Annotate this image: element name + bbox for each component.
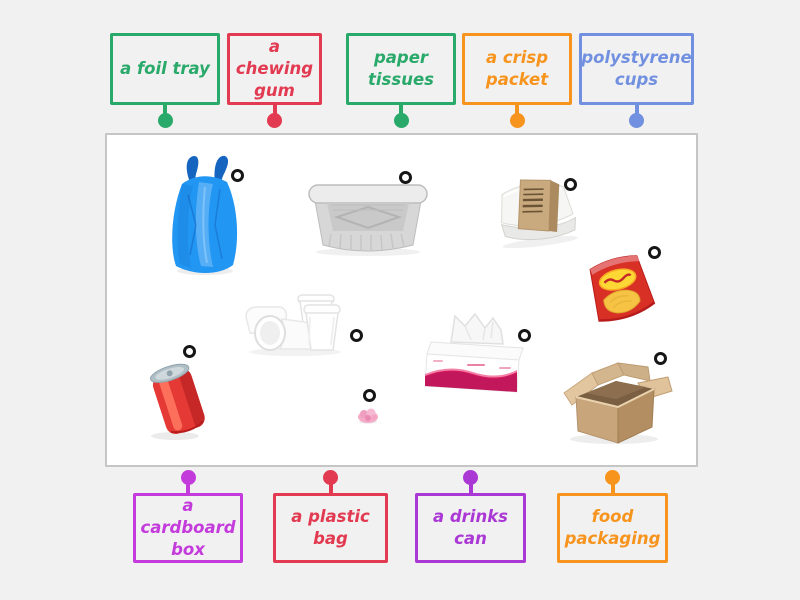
foil-tray-photo[interactable]	[307, 181, 429, 257]
marker-tissue-box[interactable]	[518, 329, 531, 342]
marker-drinks-can[interactable]	[183, 345, 196, 358]
label-a-foil-tray[interactable]: a foil tray	[110, 33, 220, 128]
pin-dot-icon[interactable]	[323, 470, 338, 485]
tissue-box-photo[interactable]	[425, 312, 531, 396]
marker-plastic-bag[interactable]	[231, 169, 244, 182]
marker-polystyrene-cups[interactable]	[350, 329, 363, 342]
polystyrene-cups-photo[interactable]	[240, 293, 350, 357]
label-paper-tissues[interactable]: paper tissues	[346, 33, 456, 128]
label-text: a drinks can	[432, 506, 509, 548]
connector-pin[interactable]	[509, 105, 525, 128]
food-packaging-photo[interactable]	[490, 168, 588, 248]
connector-pin[interactable]	[157, 105, 173, 128]
connector-pin[interactable]	[393, 105, 409, 128]
label-box[interactable]: a chewing gum	[227, 33, 322, 105]
label-text: a chewing gum	[235, 36, 314, 101]
label-text: a cardboard box	[140, 495, 236, 560]
label-a-cardboard-box[interactable]: a cardboard box	[133, 470, 243, 563]
label-box[interactable]: a drinks can	[415, 493, 526, 563]
chewing-gum-photo[interactable]	[356, 406, 380, 424]
connector-pin[interactable]	[605, 470, 620, 493]
label-text: a foil tray	[120, 58, 210, 78]
marker-chewing-gum[interactable]	[363, 389, 376, 402]
pin-dot-icon[interactable]	[463, 470, 478, 485]
marker-foil-tray[interactable]	[399, 171, 412, 184]
label-box[interactable]: a cardboard box	[133, 493, 243, 563]
label-text: food packaging	[564, 506, 661, 548]
pin-dot-icon[interactable]	[180, 470, 196, 485]
pin-dot-icon[interactable]	[629, 113, 644, 128]
pin-dot-icon[interactable]	[393, 113, 409, 128]
label-box[interactable]: a crisp packet	[462, 33, 572, 105]
cardboard-box-photo[interactable]	[562, 355, 674, 445]
plastic-bag-photo[interactable]	[167, 153, 243, 277]
connector-pin[interactable]	[629, 105, 644, 128]
label-box[interactable]: paper tissues	[346, 33, 456, 105]
activity-canvas	[105, 133, 698, 467]
label-text: a plastic bag	[291, 506, 370, 548]
label-box[interactable]: food packaging	[557, 493, 668, 563]
connector-pin[interactable]	[180, 470, 196, 493]
pin-dot-icon[interactable]	[267, 113, 282, 128]
label-a-drinks-can[interactable]: a drinks can	[415, 470, 526, 563]
label-a-chewing-gum[interactable]: a chewing gum	[227, 33, 322, 128]
drinks-can-photo[interactable]	[145, 357, 211, 441]
label-text: paper tissues	[368, 47, 434, 89]
pin-dot-icon[interactable]	[605, 470, 620, 485]
connector-pin[interactable]	[463, 470, 478, 493]
marker-cardboard-box[interactable]	[654, 352, 667, 365]
label-box[interactable]: a foil tray	[110, 33, 220, 105]
pin-dot-icon[interactable]	[509, 113, 525, 128]
label-polystyrene-cups[interactable]: polystyrene cups	[579, 33, 694, 128]
connector-pin[interactable]	[267, 105, 282, 128]
crisp-packet-photo[interactable]	[584, 253, 656, 325]
label-text: a crisp packet	[485, 47, 549, 89]
pin-dot-icon[interactable]	[157, 113, 173, 128]
marker-crisp-packet[interactable]	[648, 246, 661, 259]
label-a-crisp-packet[interactable]: a crisp packet	[462, 33, 572, 128]
label-a-plastic-bag[interactable]: a plastic bag	[273, 470, 388, 563]
label-food-packaging[interactable]: food packaging	[557, 470, 668, 563]
label-box[interactable]: a plastic bag	[273, 493, 388, 563]
label-text: polystyrene cups	[581, 47, 692, 89]
marker-food-packaging[interactable]	[564, 178, 577, 191]
connector-pin[interactable]	[323, 470, 338, 493]
label-box[interactable]: polystyrene cups	[579, 33, 694, 105]
